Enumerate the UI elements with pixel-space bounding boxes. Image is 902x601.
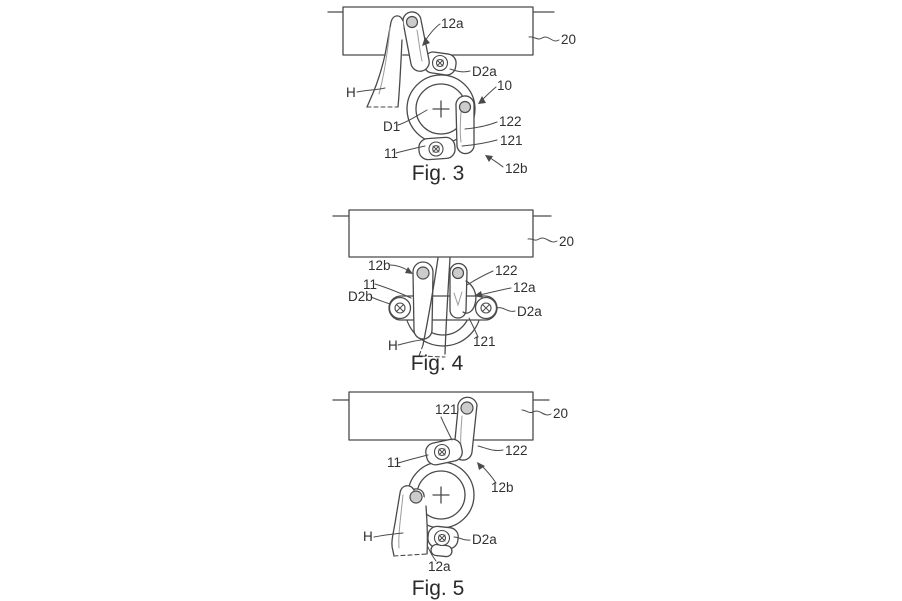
fig3-label-122: 122 [499,114,522,129]
fig5-label-12b: 12b [491,480,514,495]
fig3-label-121: 121 [500,133,523,148]
leader-122 [477,445,504,451]
fig3-label-h: H [346,85,356,100]
leader-11 [374,283,412,299]
leader-11 [395,145,426,154]
leader-h [356,87,386,93]
fig4-label-122: 122 [495,263,518,278]
leader-12b [389,264,410,272]
catch-12a [462,280,477,314]
leader-d2b [370,296,391,305]
fig5-caption: Fig. 5 [412,577,465,600]
leader-121 [440,416,453,441]
fig3-label-11: 11 [384,146,398,161]
ring-edge-outer [404,307,482,347]
fig5-label-d2a: D2a [472,532,497,547]
fig5-label-h: H [363,529,373,544]
leader-d2a [453,536,471,541]
arrowhead-12b [485,155,493,162]
fig4-label-121: 121 [473,334,496,349]
arrowhead-12a [422,37,430,46]
leader-121 [461,139,498,147]
beam-20 [348,209,534,258]
fig3-label-20: 20 [561,32,576,47]
arrowhead-12b [477,462,485,470]
fig4-label-h: H [388,338,398,353]
pin-122-knob [451,266,465,280]
arrowhead-12b [405,267,413,274]
leader-12a [478,287,512,296]
fig3-label-12a: 12a [441,16,464,31]
figure-5: 121 20 122 11 12b H D2a 12a Fig. 5 [332,391,568,600]
leader-122 [464,121,498,130]
lever-12a-knob [409,490,423,504]
fig4-label-11: 11 [363,277,377,292]
leader-d2a [449,68,471,73]
leader-122 [466,270,494,286]
fig5-label-12a: 12a [428,559,451,574]
arrowhead-12a [474,291,483,298]
fig3-label-10: 10 [497,78,512,93]
hand-h [391,485,428,556]
link-122-knob [460,401,474,415]
fig5-label-121: 121 [435,402,458,417]
fig5-label-20: 20 [553,406,568,421]
leader-d2a [496,307,516,312]
leader-h [373,532,404,538]
fig4-caption: Fig. 4 [411,352,464,375]
leader-20 [527,237,558,243]
fig4-label-20: 20 [559,234,574,249]
fig3-label-d2a: D2a [472,64,497,79]
leader-121 [468,317,479,338]
link-122-knob [458,100,472,114]
figure-3: 12a 20 D2a H 10 D1 122 121 11 12b Fig. 3 [327,6,576,185]
beam-20 [348,391,534,441]
leader-20 [521,409,552,416]
center-cross [432,100,450,118]
leader-12b [481,465,497,484]
leader-11 [397,454,429,464]
center-cross [432,486,450,504]
fig4-label-d2a: D2a [517,304,542,319]
fig3-label-d1: D1 [383,119,400,134]
figure-4: 12b 20 122 11 D2b 12a D2a H 121 Fig. 4 [332,209,574,375]
fig5-label-11: 11 [387,455,401,470]
beam-20 [342,6,534,56]
leader-d1 [397,109,428,126]
leader-h [397,339,422,346]
leader-12a [427,546,437,562]
leader-20 [528,36,560,42]
fig4-label-12b: 12b [368,258,391,273]
lever-12a-knob [405,15,419,29]
fig3-caption: Fig. 3 [412,162,465,185]
arrowhead-10 [478,96,486,104]
strap-h [422,257,439,346]
fig3-label-12b: 12b [505,161,528,176]
pin-12b-knob [416,266,430,280]
fig4-label-12a: 12a [513,280,536,295]
fig4-label-d2b: D2b [348,289,373,304]
fig5-label-122: 122 [505,443,528,458]
